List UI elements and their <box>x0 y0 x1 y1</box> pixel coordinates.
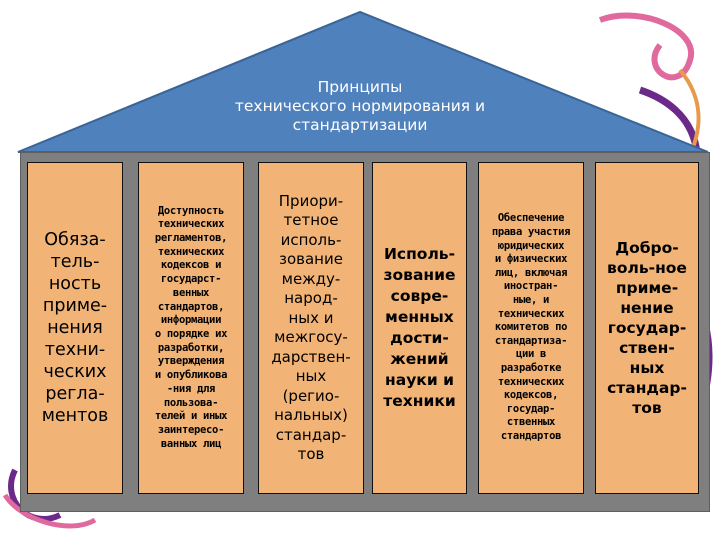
pillar-1-text: Обяза- тель- ность приме- нения техни- ч… <box>41 230 109 426</box>
roof-title-line-3: стандартизации <box>292 116 428 134</box>
pillar-2-text: Доступность технических регламентов, тех… <box>154 204 228 450</box>
pillar-4-text: Исполь- зование совре- менных дости- жен… <box>383 245 456 410</box>
pillar-participation-rights: Обеспечение права участия юридических и … <box>478 162 584 494</box>
pillar-international-standards: Приори- тетное исполь- зование между- на… <box>258 162 364 494</box>
roof-title-line-1: Принципы <box>317 78 403 96</box>
pillar-3-text: Приори- тетное исполь- зование между- на… <box>271 191 351 464</box>
roof-title: Принципы технического нормирования и ста… <box>200 78 520 135</box>
pillar-accessibility: Доступность технических регламентов, тех… <box>138 162 244 494</box>
pillar-voluntary-application: Добро- воль-ное приме- нение государ- ст… <box>595 162 699 494</box>
pillar-6-text: Добро- воль-ное приме- нение государ- ст… <box>607 239 687 417</box>
pillar-modern-science: Исполь- зование совре- менных дости- жен… <box>372 162 467 494</box>
pillar-5-text: Обеспечение права участия юридических и … <box>491 212 571 442</box>
roof-title-line-2: технического нормирования и <box>234 97 486 115</box>
pillar-mandatory-regulations: Обяза- тель- ность приме- нения техни- ч… <box>27 162 123 494</box>
